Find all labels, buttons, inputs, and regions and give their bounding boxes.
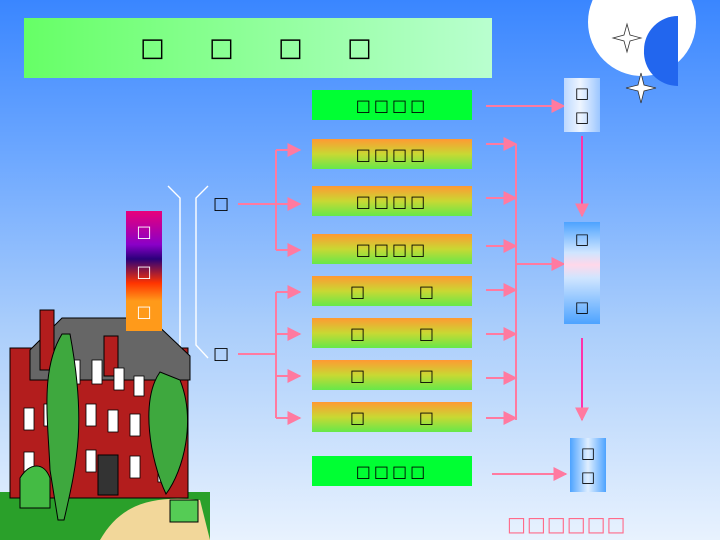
box-char-right: □	[418, 281, 434, 301]
middle-group-bottom-box: □ □	[312, 276, 472, 306]
box-char-right: □	[418, 365, 434, 385]
left-color-bar: □ □ □	[126, 211, 162, 331]
middle-group-top-box: □□□□	[312, 139, 472, 169]
fan-arrows-top	[238, 143, 302, 257]
star-icon	[625, 72, 657, 104]
right-top-box: □ □	[564, 78, 600, 132]
right-top-char: □	[574, 84, 590, 102]
right-middle-char: □	[574, 298, 590, 316]
box-char-right: □	[418, 323, 434, 343]
left-bar-char: □	[136, 301, 152, 321]
right-bottom-box: □ □	[570, 438, 606, 492]
star-icon	[611, 22, 643, 54]
middle-group-top-box: □□□□	[312, 234, 472, 264]
right-bottom-char: □	[580, 468, 596, 486]
right-middle-char: □	[574, 230, 590, 248]
box-char-left: □	[350, 323, 366, 343]
right-bottom-char: □	[580, 444, 596, 462]
moon-icon	[588, 0, 696, 87]
title-banner: □ □ □ □	[24, 18, 492, 78]
title-char: □	[278, 33, 303, 63]
bracket-lines	[167, 185, 209, 359]
title-char: □	[209, 33, 234, 63]
title-char: □	[347, 33, 372, 63]
left-bar-char: □	[136, 261, 152, 281]
fan-arrows-bottom	[238, 285, 302, 425]
box-char-left: □	[350, 365, 366, 385]
middle-top-box: □□□□	[312, 90, 472, 120]
middle-group-bottom-box: □ □	[312, 318, 472, 348]
merge-arrows	[486, 137, 566, 425]
footer-text: □□□□□□	[507, 512, 627, 536]
box-char-left: □	[350, 281, 366, 301]
bracket-label-bottom: □	[213, 344, 230, 364]
middle-group-bottom-box: □ □	[312, 402, 472, 432]
right-top-char: □	[574, 108, 590, 126]
title-char: □	[140, 33, 165, 63]
box-char-left: □	[350, 407, 366, 427]
house-clipart	[0, 309, 210, 540]
box-char-right: □	[418, 407, 434, 427]
middle-group-top-box: □□□□	[312, 186, 472, 216]
middle-group-bottom-box: □ □	[312, 360, 472, 390]
left-bar-char: □	[136, 221, 152, 241]
middle-bottom-box: □□□□	[312, 456, 472, 486]
bracket-label-top: □	[213, 194, 230, 214]
right-middle-box: □ □	[564, 222, 600, 324]
